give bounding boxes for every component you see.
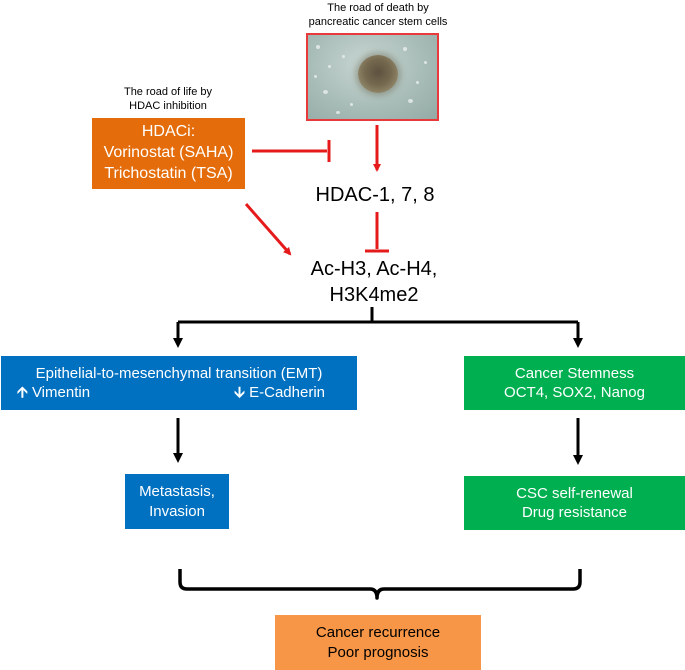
hdaci-drugs-box: HDACi: Vorinostat (SAHA) Trichostatin (T… bbox=[92, 118, 245, 189]
split-connector bbox=[173, 307, 583, 348]
e-cadherin-marker: 🡫 E-Cadherin bbox=[234, 384, 325, 401]
photo-caption: The road of death by pancreatic cancer s… bbox=[308, 2, 448, 28]
merge-bracket bbox=[178, 569, 582, 600]
acetylation-marks-label: Ac-H3, Ac-H4, H3K4me2 bbox=[310, 258, 438, 306]
up-arrow-icon: 🡩 bbox=[17, 384, 28, 401]
emt-box: Epithelial-to-mesenchymal transition (EM… bbox=[1, 356, 357, 410]
hdac-inhibition-arrow bbox=[365, 212, 389, 253]
hdaci-inhibition-arrow bbox=[252, 140, 331, 162]
vimentin-marker: 🡩 Vimentin bbox=[17, 384, 91, 401]
hdac-target-label: HDAC-1, 7, 8 bbox=[315, 184, 435, 206]
down-arrow-icon: 🡫 bbox=[234, 384, 245, 401]
cancer-recurrence-box: Cancer recurrence Poor prognosis bbox=[275, 615, 481, 670]
csc-self-renewal-box: CSC self-renewal Drug resistance bbox=[464, 476, 685, 530]
metastasis-box: Metastasis, Invasion bbox=[125, 474, 229, 529]
emt-title: Epithelial-to-mesenchymal transition (EM… bbox=[35, 364, 323, 382]
tumor-sphere bbox=[358, 55, 398, 93]
hdaci-to-acetylation-arrow bbox=[244, 203, 292, 256]
cancer-stem-cell-sphere-photo bbox=[306, 33, 439, 121]
cancer-stemness-box: Cancer Stemness OCT4, SOX2, Nanog bbox=[464, 356, 685, 410]
hdac-inhibition-caption: The road of life by HDAC inhibition bbox=[123, 86, 213, 112]
